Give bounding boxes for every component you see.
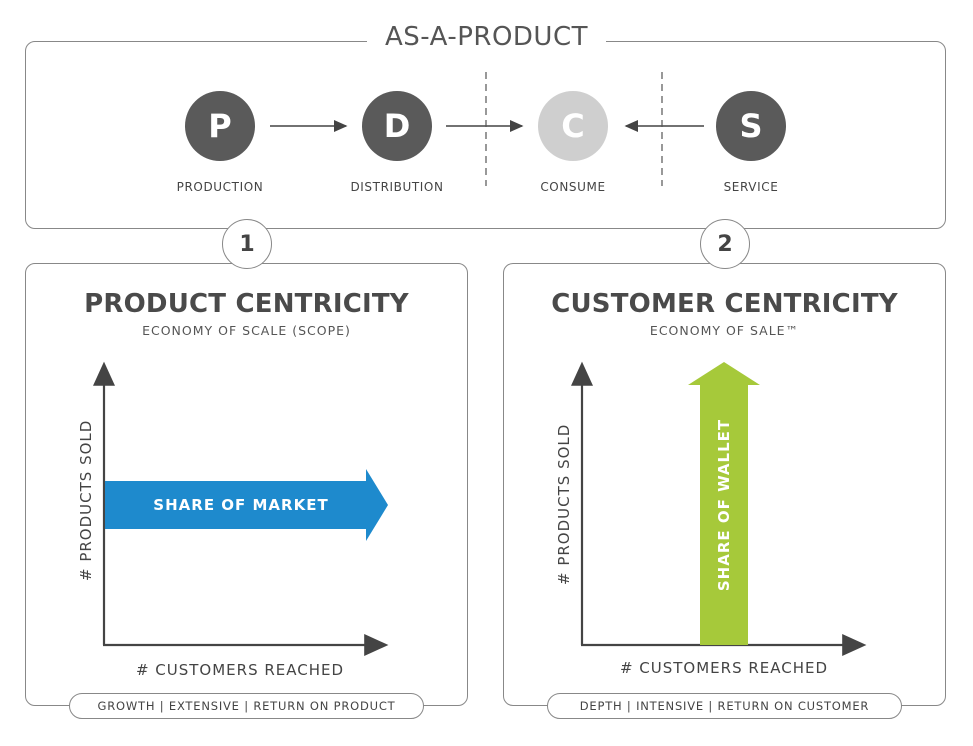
consume-circle: C bbox=[538, 91, 608, 161]
production-letter: P bbox=[208, 107, 232, 145]
production-circle: P bbox=[185, 91, 255, 161]
distribution-circle: D bbox=[362, 91, 432, 161]
left-y-axis-label: # PRODUCTS SOLD bbox=[77, 419, 95, 581]
product-centricity-subtitle: ECONOMY OF SCALE (SCOPE) bbox=[142, 323, 351, 338]
customer-centricity-footer-text: DEPTH | INTENSIVE | RETURN ON CUSTOMER bbox=[579, 699, 870, 713]
share-of-wallet-arrow bbox=[688, 362, 760, 645]
right-y-axis-label: # PRODUCTS SOLD bbox=[555, 423, 573, 585]
badge-1: 1 bbox=[222, 219, 272, 269]
production-label: PRODUCTION bbox=[176, 180, 264, 194]
customer-centricity-title: CUSTOMER CENTRICITY bbox=[551, 289, 898, 319]
distribution-letter: D bbox=[383, 107, 411, 145]
right-x-axis-label: # CUSTOMERS REACHED bbox=[619, 659, 829, 677]
product-centricity-footer-text: GROWTH | EXTENSIVE | RETURN ON PRODUCT bbox=[97, 699, 396, 713]
customer-centricity-footer: DEPTH | INTENSIVE | RETURN ON CUSTOMER bbox=[547, 693, 902, 719]
service-letter: S bbox=[739, 107, 763, 145]
badge-2: 2 bbox=[700, 219, 750, 269]
customer-centricity-subtitle: ECONOMY OF SALE™ bbox=[649, 323, 800, 338]
product-centricity-footer: GROWTH | EXTENSIVE | RETURN ON PRODUCT bbox=[69, 693, 424, 719]
service-label: SERVICE bbox=[723, 180, 779, 194]
badge-2-number: 2 bbox=[717, 231, 733, 257]
badge-1-number: 1 bbox=[239, 231, 255, 257]
as-a-product-title: AS-A-PRODUCT bbox=[367, 22, 606, 52]
product-centricity-title: PRODUCT CENTRICITY bbox=[84, 289, 409, 319]
share-of-wallet-label: SHARE OF WALLET bbox=[715, 418, 733, 592]
share-of-market-arrow bbox=[105, 469, 388, 541]
consume-letter: C bbox=[561, 107, 585, 145]
service-circle: S bbox=[716, 91, 786, 161]
as-a-product-title-wrap: AS-A-PRODUCT bbox=[0, 22, 973, 52]
left-x-axis-label: # CUSTOMERS REACHED bbox=[135, 661, 345, 679]
distribution-label: DISTRIBUTION bbox=[350, 180, 444, 194]
consume-label: CONSUME bbox=[540, 180, 606, 194]
share-of-market-label: SHARE OF MARKET bbox=[153, 496, 329, 514]
